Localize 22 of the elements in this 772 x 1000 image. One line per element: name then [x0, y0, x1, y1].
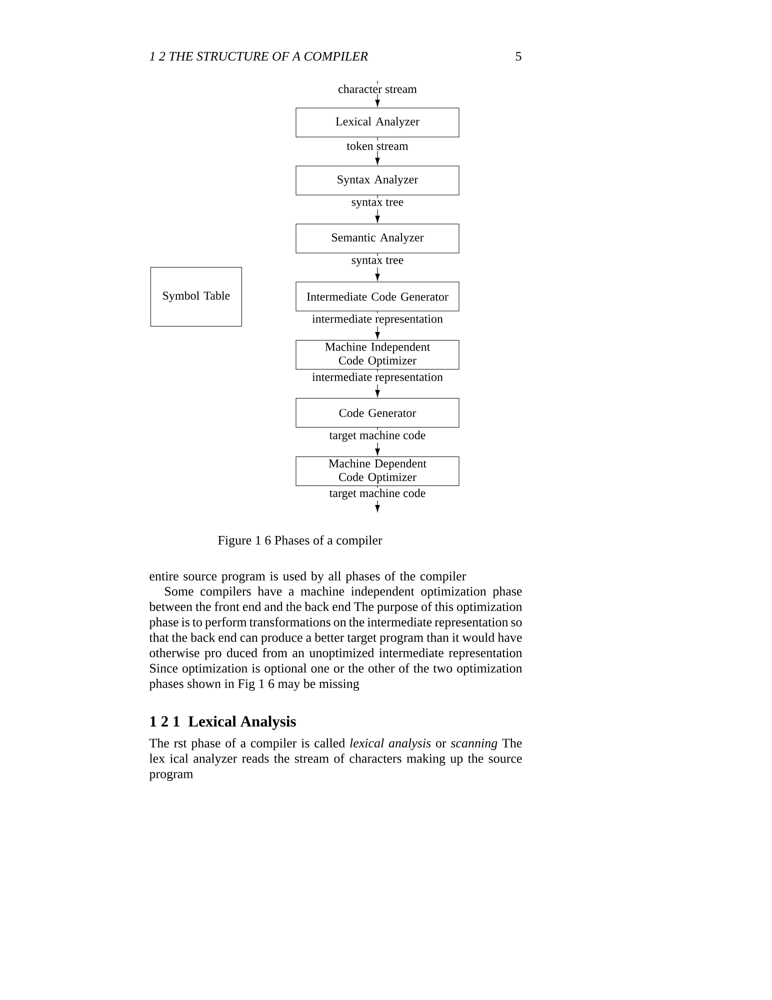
section-number: 1 2 1	[150, 716, 180, 726]
edge-label: target machine code	[328, 488, 427, 501]
edge-label: intermediate representation	[311, 372, 444, 384]
edge-label: syntax tree	[350, 198, 405, 210]
edge-label: token stream	[346, 140, 410, 152]
paragraph: Some compilers have a machine independent optimization phase between the front end and the back end The purpose of this optimization phase is to perform transformations on the intermediate representation so that the back end can produce a better target program than it would have otherwise pro duced from an unoptimized intermediate representation Since optimization is optional one or the other of the two optimization phases shown in Fig 1 6 may be missing	[149, 586, 522, 691]
edge-label: intermediate representation	[311, 313, 444, 326]
edge-label: character stream	[337, 84, 418, 94]
paragraph: entire source program is used by all phases of the compiler	[150, 571, 466, 584]
figure-caption: Figure 1 6 Phases of a compiler	[218, 535, 382, 548]
box: Symbol Table	[150, 266, 242, 326]
process-box: Code Generator	[296, 398, 460, 428]
section-heading: Lexical Analysis	[188, 716, 296, 730]
edge-label: syntax tree	[350, 256, 405, 268]
process-box: Semantic Analyzer	[296, 224, 460, 254]
running-head: 1 2 THE STRUCTURE OF A COMPILER	[150, 52, 368, 61]
process-box: Lexical Analyzer	[296, 108, 460, 138]
process-box: Syntax Analyzer	[296, 166, 460, 196]
process-box: Intermediate Code Generator	[296, 282, 460, 312]
page-number: 5	[516, 52, 522, 61]
edge-label: target machine code	[328, 430, 427, 443]
paragraph: The rst phase of a compiler is called lexical analysis or scanning The lex ical analyzer reads the stream of characters making up the source program	[149, 738, 522, 781]
